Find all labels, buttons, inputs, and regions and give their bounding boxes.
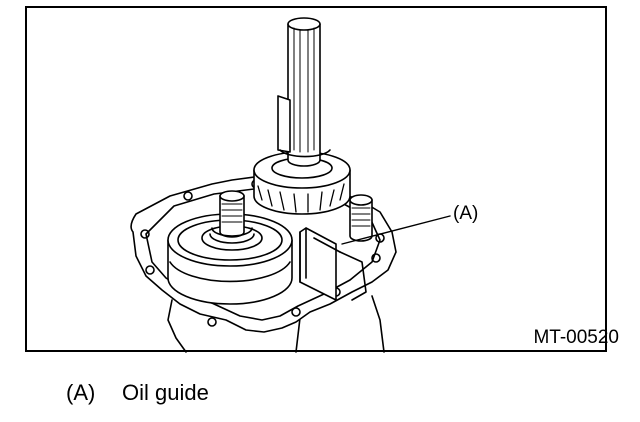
housing-lower-body [167,295,385,353]
shaft-end [209,190,255,244]
bolt-hole [183,191,193,201]
legend: (A) Oil guide [66,382,209,404]
legend-key: (A) [66,380,96,405]
legend-text: Oil guide [122,380,209,405]
bolt-hole [291,307,301,317]
callout-label-a: (A) [453,203,479,224]
bolt-hole [207,317,217,327]
bolt-hole [371,253,381,263]
figure-id: MT-00520 [533,327,619,348]
main-shaft [277,17,331,167]
oil-guide [299,227,367,301]
bolt-hole [140,229,150,239]
bearing-cylinder [167,213,293,305]
callout-leader-line [341,215,451,245]
stud-bolt [349,194,373,242]
bolt-hole [145,265,155,275]
